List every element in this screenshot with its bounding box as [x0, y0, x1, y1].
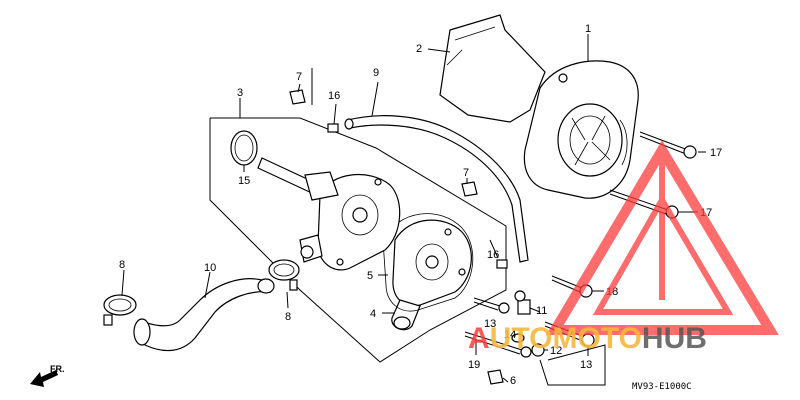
o-ring-part-15 [230, 130, 258, 166]
washer-part-14 [511, 333, 525, 343]
callout-13-right: 13 [580, 359, 592, 371]
callout-5: 5 [367, 270, 373, 282]
bolt-part-13-left [473, 297, 510, 314]
callout-13-left: 13 [484, 318, 496, 330]
callout-16-mid: 16 [487, 249, 499, 261]
clip-part-7-top [289, 89, 306, 105]
fastener-bracket [539, 344, 606, 386]
clip-part-6 [487, 369, 504, 385]
callout-8-right: 8 [285, 311, 291, 323]
watermark-text-hub: HUB [642, 322, 707, 355]
watermark-text-moto: MOTO [552, 322, 641, 355]
callout-19: 19 [468, 359, 480, 371]
fan-cover-part-1 [523, 60, 639, 199]
callout-10: 10 [204, 262, 216, 274]
front-direction-indicator: FR. [30, 364, 65, 387]
hose-clamp-part-8-right [268, 259, 300, 291]
callout-16-top: 16 [328, 90, 340, 102]
callout-9: 9 [373, 67, 379, 79]
front-arrow-icon [30, 370, 58, 387]
watermark-triangle-icon [546, 140, 779, 335]
assembly-boundary-box [209, 117, 507, 363]
clip-part-16-top [327, 123, 339, 133]
callout-15: 15 [238, 175, 250, 187]
clip-part-7-mid [461, 181, 478, 197]
watermark-letter-a: A [468, 322, 490, 355]
pump-housing [257, 157, 401, 271]
front-direction-label: FR. [50, 364, 65, 374]
clip-part-16-mid [496, 259, 508, 269]
callout-7-mid: 7 [463, 167, 469, 179]
callout-labels: 1 2 3 4 5 6 7 7 8 8 9 10 11 12 13 13 14 … [119, 23, 722, 387]
fitting-part-11 [514, 290, 531, 315]
diagram-reference-code: MV93-E1000C [632, 382, 692, 392]
callout-6: 6 [510, 375, 516, 387]
gasket-part-5 [382, 213, 474, 312]
callout-12: 12 [550, 345, 562, 357]
callout-7-top: 7 [296, 71, 302, 83]
leader-lines [121, 34, 706, 383]
hose-clamp-part-8-left [103, 294, 137, 326]
callout-8-left: 8 [119, 259, 125, 271]
callout-11: 11 [536, 305, 547, 317]
callout-17-upper: 17 [710, 147, 722, 159]
watermark-text-uto: UTO [490, 322, 553, 355]
svg-text:AUTOMOTOHUB: AUTOMOTOHUB [468, 322, 707, 355]
bolt-part-19 [464, 331, 532, 358]
callout-1: 1 [585, 23, 591, 35]
callout-2: 2 [416, 43, 422, 55]
callout-4: 4 [370, 308, 376, 320]
hose-part-9 [344, 115, 529, 263]
watermark-logo: AUTOMOTOHUB [468, 140, 779, 355]
hose-part-10 [133, 278, 275, 352]
callout-3: 3 [237, 87, 243, 99]
callout-14: 14 [504, 329, 516, 341]
water-pump-body-part-4 [391, 219, 472, 331]
shroud-plate-part-2 [439, 14, 546, 123]
